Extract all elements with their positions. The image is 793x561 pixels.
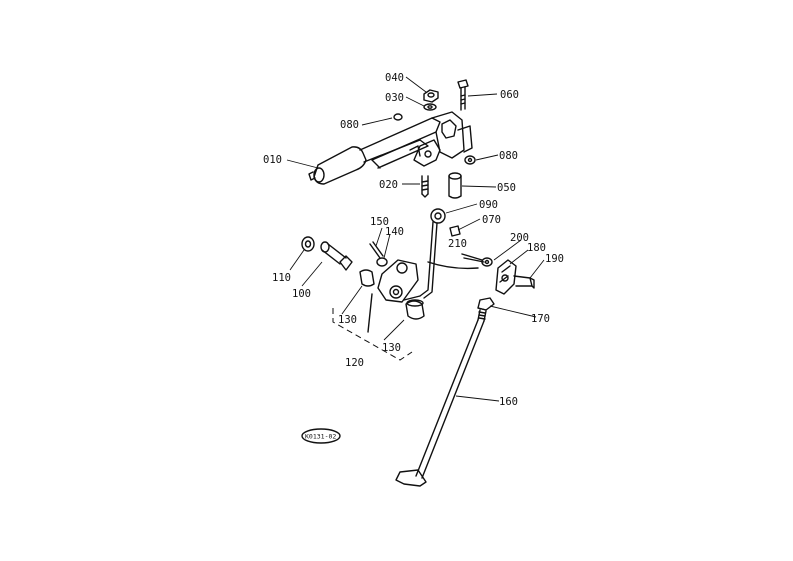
callout-200: 200 (510, 232, 529, 244)
callout-090: 090 (479, 199, 498, 211)
part-190-bolt (513, 275, 535, 289)
drawing-id-badge: K0131-02 (301, 428, 341, 444)
callout-150: 150 (370, 216, 389, 228)
part-170-nut (477, 297, 495, 311)
callout-160: 160 (499, 396, 518, 408)
callout-130-upper: 130 (338, 314, 357, 326)
callout-130-lower: 130 (382, 342, 401, 354)
callout-020: 020 (379, 179, 398, 191)
callout-110: 110 (272, 272, 291, 284)
callout-210: 210 (448, 238, 467, 250)
part-020-pin (421, 175, 429, 198)
callout-060: 060 (500, 89, 519, 101)
group-bracket-120 (332, 308, 413, 361)
part-180-clevis (495, 259, 517, 295)
part-210-spring-pin (461, 253, 485, 263)
part-150-pin (369, 241, 384, 259)
drawing-id-text: K0131-02 (305, 433, 336, 441)
callout-100: 100 (292, 288, 311, 300)
callout-180: 180 (527, 242, 546, 254)
callout-170: 170 (531, 313, 550, 325)
part-050-collar (448, 172, 462, 199)
callout-010: 010 (263, 154, 282, 166)
part-100-shaft (320, 241, 353, 271)
part-130-bushing-upper (359, 269, 375, 287)
part-160-pedal-rod (395, 307, 487, 487)
part-090-rod (403, 208, 479, 301)
part-140-washer (376, 257, 388, 267)
part-030-washer (423, 103, 437, 111)
callout-070: 070 (482, 214, 501, 226)
part-200-washer (481, 257, 493, 267)
part-010-lever-arm (308, 111, 473, 185)
part-080-washer-upper (393, 113, 403, 121)
callout-050: 050 (497, 182, 516, 194)
part-110-washer (301, 236, 315, 252)
callout-040: 040 (385, 72, 404, 84)
part-060-bolt (457, 79, 469, 111)
part-070-bushing (449, 225, 461, 237)
part-130-bushing-lower (405, 299, 425, 320)
callout-140: 140 (385, 226, 404, 238)
callout-080-lower: 080 (499, 150, 518, 162)
callout-190: 190 (545, 253, 564, 265)
part-040-nut (423, 89, 439, 103)
leader-lines (286, 76, 545, 402)
callout-120: 120 (345, 357, 364, 369)
callout-030: 030 (385, 92, 404, 104)
part-120-cam-bracket (367, 259, 419, 333)
callout-080-upper: 080 (340, 119, 359, 131)
part-080-washer-lower (464, 155, 476, 165)
callout-labels: 010 020 030 040 050 060 070 080 080 090 … (263, 72, 564, 408)
